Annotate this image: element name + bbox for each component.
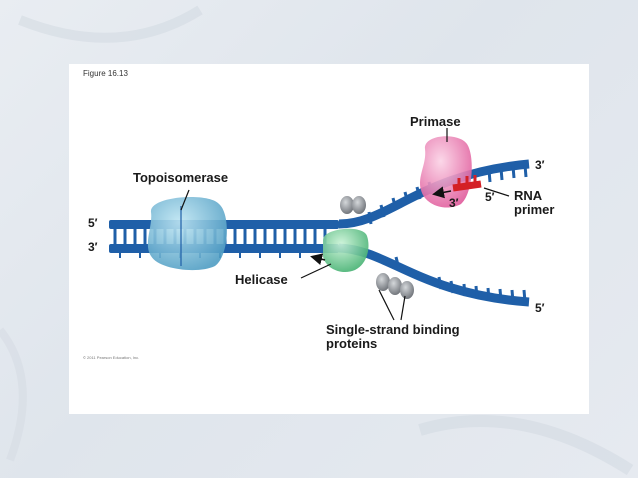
end-label-upper-right: 3′ [535,158,545,172]
copyright-text: © 2011 Pearson Education, Inc. [83,355,140,360]
rna-primer-label-line2: primer [514,202,555,217]
topoisomerase-enzyme [147,197,227,271]
end-label-primer-3: 3′ [449,196,459,210]
figure-panel: Figure 16.13 [69,64,589,414]
end-label-primer-5: 5′ [485,190,495,204]
ssb-proteins-lower [376,273,414,299]
ssb-label-line2: proteins [326,336,378,351]
rna-primer [432,175,482,199]
lower-template-strand [338,243,530,307]
primase-enzyme [420,136,472,208]
helicase-label: Helicase [235,272,288,287]
topoisomerase-label: Topoisomerase [133,170,229,185]
figure-label: Figure 16.13 [83,69,128,78]
end-label-lower-right: 5′ [535,301,545,315]
end-label-left-bottom: 3′ [88,240,98,254]
replication-fork-diagram [109,128,530,321]
ssb-proteins-upper [340,196,366,214]
primase-label: Primase [410,114,461,129]
leader-lines [180,128,510,321]
helicase-enzyme [310,228,369,273]
rna-primer-label-line1: RNA [514,188,543,203]
end-label-left-top: 5′ [88,216,98,230]
ssb-label-line1: Single-strand binding [326,322,460,337]
